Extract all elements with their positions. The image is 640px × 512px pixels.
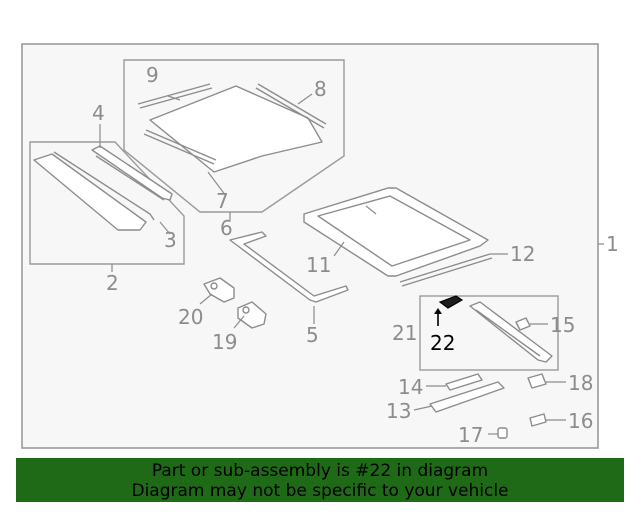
label-part-21: 21 bbox=[392, 321, 417, 345]
parts-diagram: 1 2 3 4 5 6 7 8 9 11 12 13 14 15 16 17 1… bbox=[21, 43, 619, 449]
part-17 bbox=[497, 427, 508, 439]
part-14 bbox=[445, 373, 483, 391]
label-part-8: 8 bbox=[314, 77, 327, 101]
part-seal-7 bbox=[143, 129, 217, 165]
label-part-17: 17 bbox=[458, 423, 483, 447]
label-part-12: 12 bbox=[510, 242, 535, 266]
banner-line-2: Diagram may not be specific to your vehi… bbox=[131, 481, 509, 501]
label-part-2: 2 bbox=[106, 271, 119, 295]
part-motor-20-hole bbox=[210, 282, 218, 290]
label-part-14: 14 bbox=[398, 375, 423, 399]
label-part-6: 6 bbox=[220, 216, 233, 240]
part-rail-4 bbox=[91, 145, 173, 201]
label-part-1: 1 bbox=[606, 232, 619, 256]
part-13 bbox=[429, 381, 505, 413]
leader-22-arrow bbox=[434, 308, 442, 314]
leader-lines bbox=[99, 93, 604, 435]
part-15 bbox=[515, 317, 531, 331]
label-part-15: 15 bbox=[550, 313, 575, 337]
part-seal-9 bbox=[137, 83, 213, 109]
label-part-9: 9 bbox=[146, 63, 159, 87]
label-part-5: 5 bbox=[306, 323, 319, 347]
part-18 bbox=[527, 373, 547, 389]
part-seal-8 bbox=[255, 83, 327, 129]
info-banner: Part or sub-assembly is #22 in diagram D… bbox=[16, 458, 624, 502]
part-deflector-5 bbox=[229, 231, 349, 303]
label-part-18: 18 bbox=[568, 371, 593, 395]
part-rail-4-inner bbox=[95, 155, 165, 201]
label-part-16: 16 bbox=[568, 409, 593, 433]
label-part-19: 19 bbox=[212, 330, 237, 354]
label-part-13: 13 bbox=[386, 399, 411, 423]
part-rail-21 bbox=[469, 301, 553, 363]
part-side-trim bbox=[53, 151, 155, 221]
part-highlight-22 bbox=[438, 295, 464, 309]
label-part-3: 3 bbox=[164, 228, 177, 252]
part-motor-19 bbox=[237, 301, 267, 329]
part-rail-21-inner bbox=[475, 309, 541, 357]
label-part-20: 20 bbox=[178, 305, 203, 329]
part-seal-12 bbox=[399, 253, 493, 287]
banner-line-1: Part or sub-assembly is #22 in diagram bbox=[151, 461, 489, 481]
label-part-4: 4 bbox=[92, 101, 105, 125]
part-sunroof-frame-inner bbox=[317, 195, 471, 267]
part-16 bbox=[529, 413, 547, 427]
label-part-11: 11 bbox=[306, 253, 331, 277]
label-part-7: 7 bbox=[216, 189, 229, 213]
part-motor-19-hole bbox=[242, 306, 250, 314]
label-part-22: 22 bbox=[430, 331, 455, 355]
part-side-glass bbox=[33, 153, 147, 231]
